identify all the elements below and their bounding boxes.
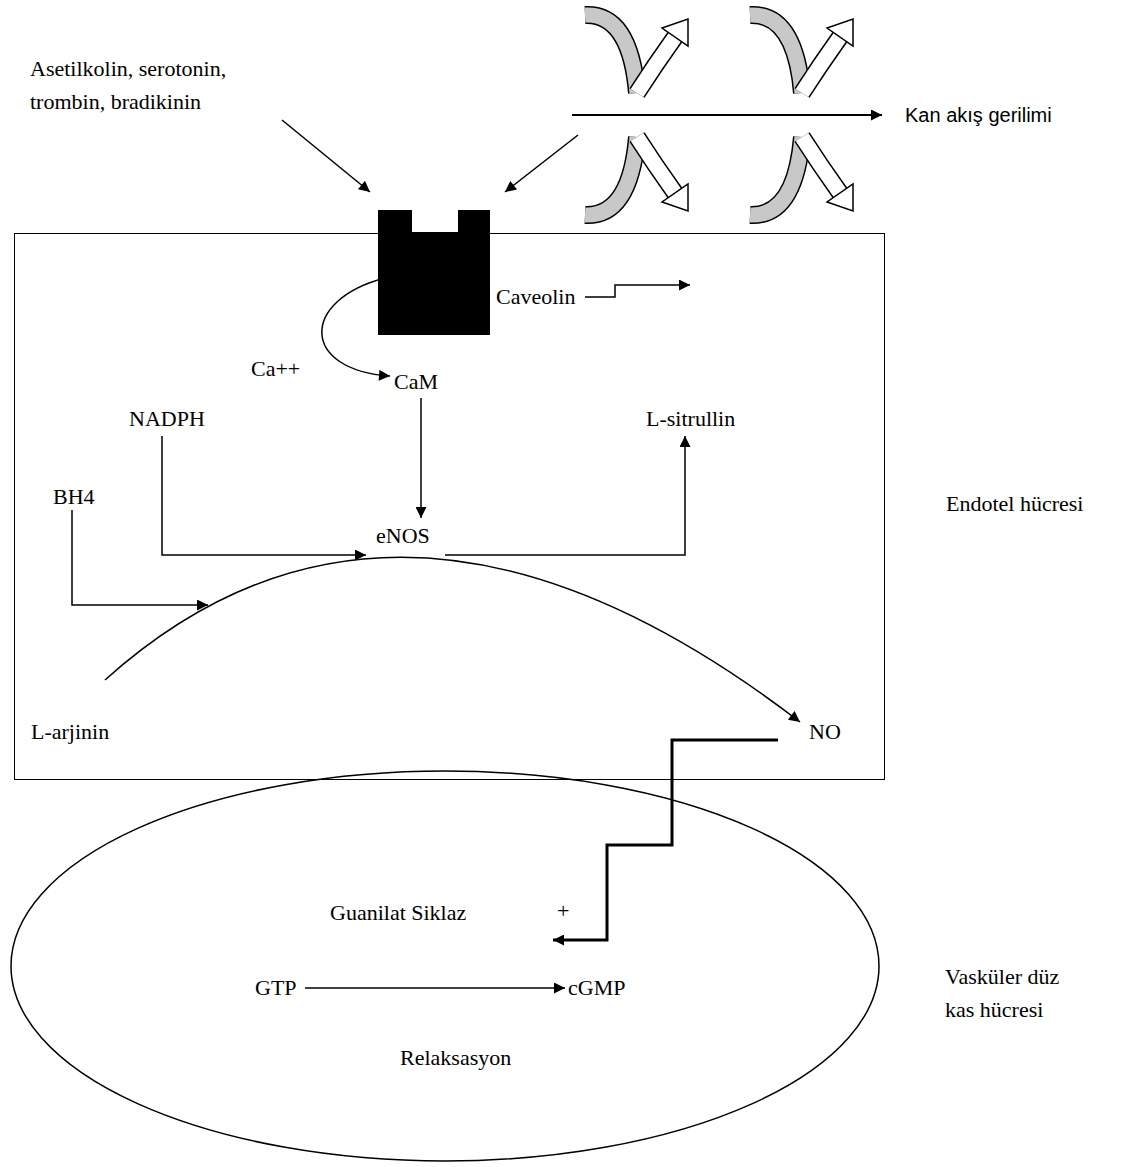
cofactor-label: NADPH: [129, 406, 205, 432]
protein-label: CaM: [394, 369, 438, 395]
diffusion-arrow: [553, 740, 778, 940]
ion-label: Ca++: [251, 356, 300, 382]
cell-name: Endotel hücresi: [946, 491, 1083, 517]
receptor-symbol: [378, 210, 490, 335]
substrate-label: L-arjinin: [31, 719, 109, 745]
cell-outline: [10, 770, 880, 1162]
calcium-arrow: [322, 278, 390, 376]
product-label: L-sitrullin: [646, 406, 735, 432]
protein-label: Caveolin: [496, 284, 575, 310]
enzyme-label: Guanilat Siklaz: [330, 900, 466, 926]
agonist-list: Asetilkolin, serotonin, trombin, bradiki…: [30, 52, 280, 118]
product-label: NO: [809, 719, 841, 745]
cofactor-label: BH4: [53, 484, 95, 510]
endothelial-cell: Endotel hücresiCaveolinCa++CaMNADPHL-sit…: [14, 233, 885, 780]
cell-name: Vasküler düz kas hücresi: [945, 960, 1075, 1026]
flow-curl: [585, 15, 688, 93]
product-label: cGMP: [568, 975, 625, 1001]
cofactor-arrow: [162, 436, 366, 555]
stimulus-arrow: [282, 120, 370, 192]
sign-label: +: [557, 898, 569, 924]
conversion-arrow: [305, 987, 565, 989]
smooth-muscle-cell: Vasküler düz kas hücresiGuanilat Siklaz+…: [10, 770, 880, 1162]
enzyme-label: eNOS: [376, 523, 430, 549]
cofactor-arrow: [72, 510, 208, 605]
shear-arrow: [505, 135, 578, 192]
activation-arrow: [420, 398, 422, 518]
flow-arrow: [572, 114, 882, 116]
flow-label: Kan akış gerilimi: [905, 102, 1052, 128]
flow-curl: [750, 15, 853, 93]
effect-label: Relaksasyon: [400, 1045, 511, 1071]
product-arrow: [445, 436, 685, 555]
reaction-arc: [105, 557, 800, 722]
flow-curl: [585, 137, 688, 215]
flow-curl: [750, 137, 853, 215]
release-arrow: [585, 285, 690, 297]
substrate-label: GTP: [255, 975, 297, 1001]
